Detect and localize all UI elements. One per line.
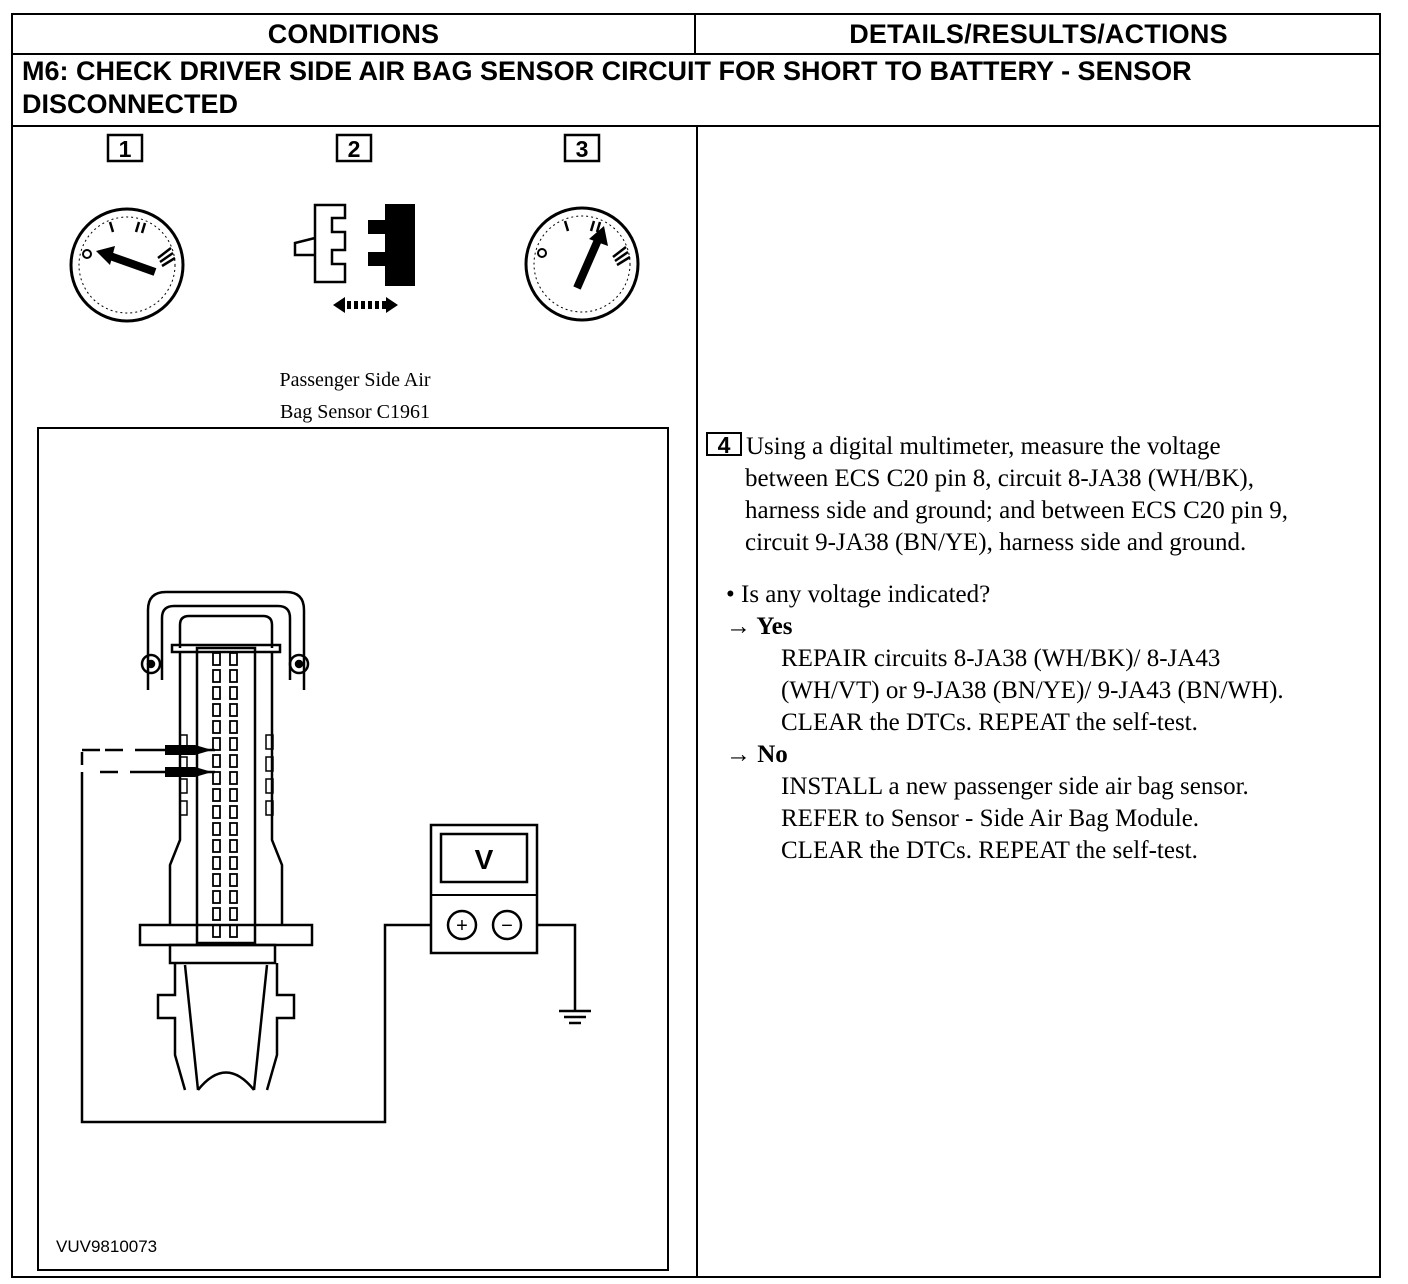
plus-terminal xyxy=(446,909,478,941)
step-number-2: 2 xyxy=(348,136,361,162)
side-latch xyxy=(265,800,274,816)
no-action-line: INSTALL a new passenger side air bag sen… xyxy=(781,773,1249,800)
procedure-table: CONDITIONS DETAILS/RESULTS/ACTIONS M6: C… xyxy=(11,13,1381,1278)
caption-line-2: Bag Sensor C1961 xyxy=(280,401,430,423)
pin-cavity xyxy=(212,754,221,768)
side-latch xyxy=(179,778,188,794)
pin-cavity xyxy=(229,771,238,785)
pin-cavity xyxy=(229,669,238,683)
step-number-3: 3 xyxy=(576,136,589,162)
pin-cavity xyxy=(229,907,238,921)
details-header: DETAILS/RESULTS/ACTIONS xyxy=(849,18,1228,49)
step-number-4: 4 xyxy=(706,432,742,457)
pin-cavity xyxy=(212,703,221,717)
ignition-off-icon xyxy=(69,207,185,323)
pin-cavity xyxy=(229,924,238,938)
plus-sign: + xyxy=(456,915,468,937)
instruction-line: Using a digital multimeter, measure the … xyxy=(746,433,1221,460)
side-latch xyxy=(179,800,188,816)
step-box-3: 3 xyxy=(563,133,601,163)
minus-terminal xyxy=(491,909,523,941)
instruction-line: harness side and ground; and between ECS… xyxy=(745,497,1288,524)
yes-action-line: (WH/VT) or 9-JA38 (BN/YE)/ 9-JA43 (BN/WH… xyxy=(781,677,1284,704)
pin-cavity xyxy=(212,890,221,904)
instruction-line: circuit 9-JA38 (BN/YE), harness side and… xyxy=(745,529,1247,556)
side-latch xyxy=(265,778,274,794)
pin-cavity xyxy=(212,720,221,734)
illustration-frame xyxy=(37,427,669,1271)
step-box-2: 2 xyxy=(335,133,373,163)
column-divider xyxy=(696,127,698,1276)
pin-cavity xyxy=(212,652,221,666)
step-box-1: 1 xyxy=(106,133,144,163)
no-action-line: REFER to Sensor - Side Air Bag Module. xyxy=(781,805,1200,832)
pin-cavity xyxy=(229,805,238,819)
pin-cavity xyxy=(229,720,238,734)
figure-caption: Passenger Side Air Bag Sensor C1961 xyxy=(250,364,460,428)
title-line-1: M6: CHECK DRIVER SIDE AIR BAG SENSOR CIR… xyxy=(22,56,1192,86)
figure-id: VUV9810073 xyxy=(56,1237,158,1256)
pin-cavity xyxy=(212,788,221,802)
caption-line-1: Passenger Side Air xyxy=(279,369,431,391)
pin-cavity xyxy=(212,669,221,683)
pin-cavity xyxy=(229,652,238,666)
pin-cavity xyxy=(229,856,238,870)
instruction-line: between ECS C20 pin 8, circuit 8-JA38 (W… xyxy=(745,465,1254,492)
pin-cavity xyxy=(229,839,238,853)
ground-icon xyxy=(559,1009,591,1025)
pin-cavity xyxy=(212,686,221,700)
minus-sign: − xyxy=(501,915,513,937)
step-number-1: 1 xyxy=(119,136,132,162)
probe-leads xyxy=(80,745,577,1124)
sensor-connector xyxy=(138,590,314,1091)
pin-cavity xyxy=(212,856,221,870)
pin-cavity xyxy=(229,703,238,717)
pin-cavity xyxy=(212,924,221,938)
meter-display-label: V xyxy=(475,844,494,875)
yes-action-line: CLEAR the DTCs. REPEAT the self-test. xyxy=(781,709,1198,736)
connector-disconnect-icon xyxy=(293,203,415,313)
divider xyxy=(13,53,1379,55)
pin-cavity xyxy=(212,771,221,785)
pin-cavity xyxy=(212,839,221,853)
pin-cavity xyxy=(212,873,221,887)
side-latch xyxy=(265,756,274,772)
divider xyxy=(13,125,1379,127)
pin-cavity xyxy=(212,805,221,819)
no-action-line: CLEAR the DTCs. REPEAT the self-test. xyxy=(781,837,1198,864)
multimeter-icon: V + − xyxy=(429,823,539,955)
pin-cavity xyxy=(212,907,221,921)
title-line-2: DISCONNECTED xyxy=(22,89,239,119)
pin-cavity xyxy=(229,822,238,836)
test-step-title: M6: CHECK DRIVER SIDE AIR BAG SENSOR CIR… xyxy=(22,55,1362,121)
pin-cavity xyxy=(229,754,238,768)
pin-cavity xyxy=(229,686,238,700)
pin-cavity xyxy=(229,788,238,802)
no-result: → No xyxy=(726,741,788,768)
pin-cavity xyxy=(212,822,221,836)
pin-cavity xyxy=(229,890,238,904)
ignition-on-icon xyxy=(524,206,640,322)
voltage-question: • Is any voltage indicated? xyxy=(726,581,991,608)
yes-action-line: REPAIR circuits 8-JA38 (WH/BK)/ 8-JA43 xyxy=(781,645,1221,672)
yes-result: → Yes xyxy=(726,613,793,640)
pin-cavity xyxy=(229,737,238,751)
pin-cavity xyxy=(212,737,221,751)
side-latch xyxy=(265,734,274,750)
connector-pins xyxy=(179,652,274,938)
conditions-header: CONDITIONS xyxy=(13,15,696,53)
pin-cavity xyxy=(229,873,238,887)
